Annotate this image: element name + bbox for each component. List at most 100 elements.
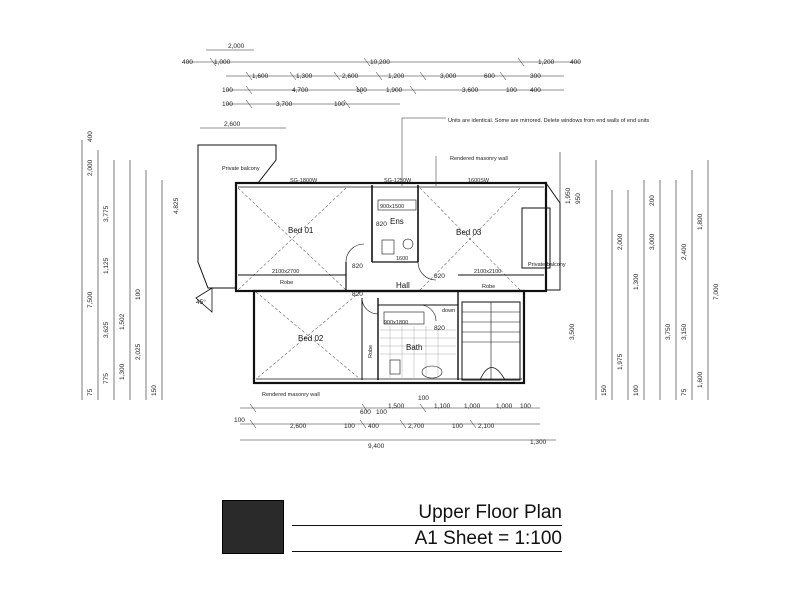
dim-right-10: 3,000 [649,233,656,250]
room-robe-left: Robe [280,280,293,286]
dim-right-13: 200 [649,195,656,206]
stairs-down-label: down [442,308,455,314]
opening-8: 2100x2700 [272,269,299,275]
dim-top-4: 1,200 [538,59,555,66]
dims-bottom-group: 100 2,600 100 400 2,700 100 2,100 1,300 … [234,395,547,450]
dim-left-14: 4,825 [173,197,180,214]
dim-left-12: 150 [151,385,158,396]
dim-top-15: 100 [356,87,367,94]
building-walls [195,144,561,385]
opening-0: SG-1800W [290,178,318,184]
room-ensuite: Ens [390,217,404,226]
dim-right-11: 1,300 [633,273,640,290]
room-bed-01: Bed 01 [288,226,314,235]
dim-bottom-1: 2,600 [290,423,307,430]
dim-top-16: 1,900 [386,87,403,94]
dim-left-11: 75 [87,388,94,396]
dim-bottom-16: 100 [520,403,531,410]
dim-bottom-14: 100 [376,409,387,416]
dim-left-5: 1,125 [103,257,110,274]
note-rendered-wall-top: Rendered masonry wall [450,156,508,162]
room-private-balcony-left: Private balcony [222,166,260,172]
dim-left-4: 7,500 [87,291,94,308]
dim-top-13: 100 [222,87,233,94]
dim-right-1: 1,950 [565,187,572,204]
notes-group: Units are identical. Some are mirrored. … [262,117,649,398]
opening-1: SG-1250W [384,178,412,184]
room-hall: Hall [396,281,410,290]
opening-7: 820 [376,221,387,228]
dim-top-3: 10,200 [370,59,390,66]
lower-block-outline [252,289,526,385]
opening-5: 820 [352,291,363,298]
room-bath: Bath [406,343,422,352]
opening-2: 1600SW [468,178,490,184]
dim-top-8: 2,600 [342,73,359,80]
room-bed-03: Bed 03 [456,228,482,237]
dim-right-15: 100 [633,385,640,396]
dim-top-0: 2,000 [228,43,245,50]
opening-12: 1600 [396,256,408,262]
plan-title: Upper Floor Plan [418,502,562,523]
dim-top-22: 100 [334,101,345,108]
scale-underline [292,551,562,552]
dim-left-6: 3,625 [103,321,110,338]
dim-top-19: 400 [530,87,541,94]
dims-right-group: 950 1,950 3,500 7,000 3,750 3,150 1,600 … [565,187,720,396]
dim-right-0: 950 [575,193,582,204]
opening-11: 900x1800 [384,320,408,326]
dim-right-3: 7,000 [713,283,720,300]
dim-left-8: 2,025 [135,343,142,360]
opening-4: 820 [434,273,445,280]
room-labels: Bed 01 Bed 02 Bed 03 Ens Bath Hall Robe … [222,166,566,358]
room-private-balcony-right: Private balcony [528,262,566,268]
dim-bottom-11: 1,100 [434,403,451,410]
dim-right-6: 1,600 [697,371,704,388]
dim-top-1: 400 [182,59,193,66]
dim-left-9: 1,300 [119,363,126,380]
dimension-ticks [209,57,525,429]
dim-right-14: 150 [601,385,608,396]
dim-right-9: 1,800 [697,213,704,230]
dim-top-17: 3,600 [462,87,479,94]
dims-top-group: 2,000 400 1,000 10,200 1,200 400 1,600 1… [182,43,581,108]
dim-top-7: 1,300 [296,73,313,80]
dim-top-6: 1,600 [252,73,269,80]
dim-right-7: 1,975 [617,353,624,370]
dim-top-12: 300 [530,73,541,80]
dim-top-11: 600 [484,73,495,80]
dim-left-3: 3,775 [103,205,110,222]
dim-left-0: 2,600 [224,121,241,128]
dim-right-4: 3,750 [665,323,672,340]
dim-left-2: 2,000 [87,159,94,176]
dim-bottom-8: 9,400 [368,443,385,450]
dim-left-1: 400 [87,131,94,142]
opening-6: 820 [434,325,445,332]
dim-top-20: 100 [222,101,233,108]
dim-bottom-6: 2,100 [478,423,495,430]
dim-top-10: 3,000 [440,73,457,80]
dim-right-8: 2,400 [681,243,688,260]
opening-3: 820 [352,263,363,270]
title-block: Upper Floor Plan A1 Sheet = 1:100 [222,496,562,556]
dim-left-10: 775 [103,373,110,384]
dim-bottom-15: 100 [418,395,429,402]
dim-left-13: 100 [135,289,142,300]
dim-bottom-12: 1,000 [464,403,481,410]
title-block-swatch [222,500,284,554]
opening-10: 900x1500 [380,204,404,210]
dim-top-2: 1,000 [214,59,231,66]
title-underline [292,525,562,526]
room-robe-bath: Robe [368,345,374,358]
dim-bottom-2: 100 [344,423,355,430]
room-bed-02: Bed 02 [298,334,324,343]
note-rendered-wall-bottom: Rendered masonry wall [262,392,320,398]
openings-group: SG-1800W SG-1250W 1600SW 820 820 820 820… [272,178,501,332]
dim-left-15: 45° [196,298,206,306]
dim-top-14: 4,700 [292,87,309,94]
dim-bottom-13: 1,000 [496,403,513,410]
dim-top-21: 3,700 [276,101,293,108]
dim-right-5: 3,150 [681,323,688,340]
plan-scale: A1 Sheet = 1:100 [414,528,562,549]
